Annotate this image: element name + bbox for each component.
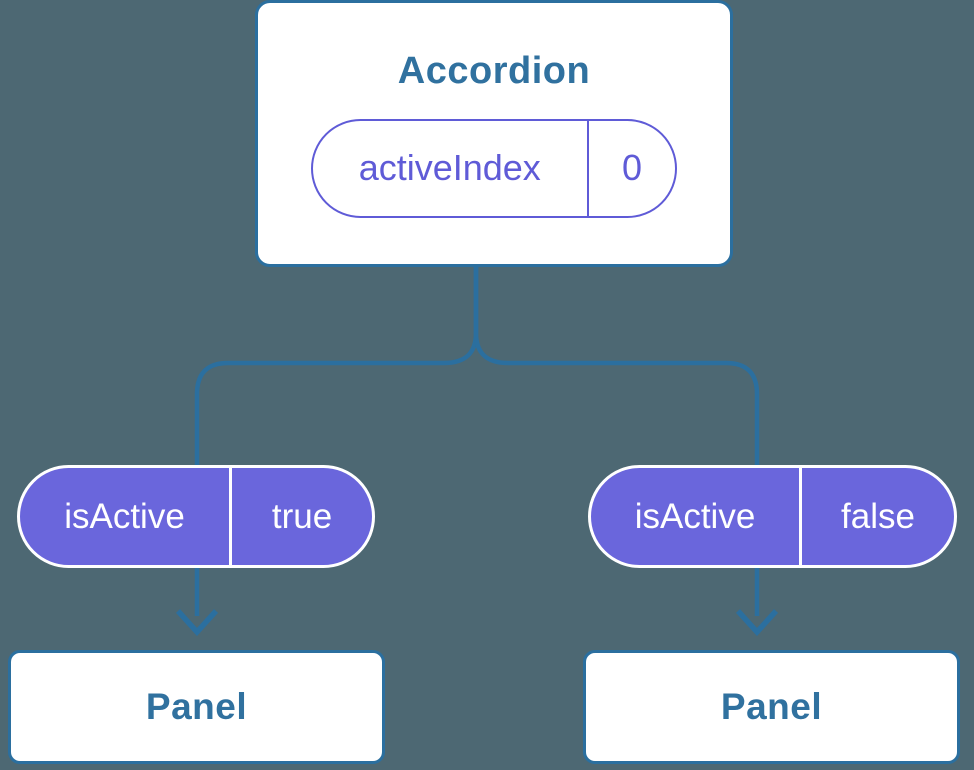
panel-component-box-left: Panel — [8, 650, 385, 764]
prop-name-label: isActive — [64, 496, 185, 536]
component-title: Panel — [720, 685, 823, 727]
accordion-component-box: Accordion activeIndex 0 — [255, 0, 733, 267]
prop-value-label: false — [841, 496, 915, 536]
component-title: Accordion — [397, 50, 591, 92]
prop-value-label: true — [271, 496, 333, 536]
arrow-down-icon — [735, 609, 779, 637]
prop-pill-isactive-false: isActive false — [588, 465, 957, 568]
arrow-down-icon — [175, 609, 219, 637]
state-value-label: 0 — [621, 147, 643, 189]
panel-component-box-right: Panel — [583, 650, 960, 764]
component-title: Panel — [145, 685, 248, 727]
state-name-label: activeIndex — [358, 147, 541, 189]
branch-line-right — [473, 262, 760, 616]
branch-line-left — [194, 262, 479, 616]
pill-divider — [586, 120, 589, 216]
pill-divider — [799, 468, 802, 565]
state-pill-activeindex: activeIndex 0 — [311, 118, 677, 218]
prop-pill-isactive-true: isActive true — [17, 465, 375, 568]
pill-divider — [229, 468, 232, 565]
prop-name-label: isActive — [634, 496, 756, 536]
